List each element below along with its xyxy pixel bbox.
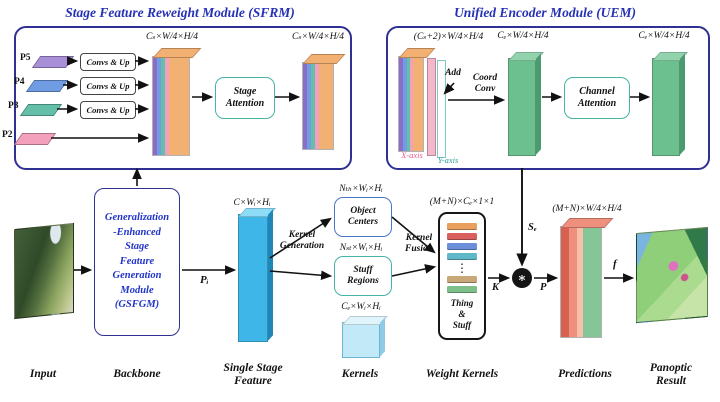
s-e-label: Sₑ: [528, 222, 537, 233]
uem-encoded-feature-slab: [508, 58, 536, 156]
weight-kernels-box: ⋮ Thing & Stuff: [438, 212, 486, 340]
channel-attention-box: Channel Attention: [564, 77, 630, 119]
stack-stripe: [577, 227, 583, 337]
caption-panoptic-result: Panoptic Result: [649, 362, 693, 388]
convs-up-box-p4: Convs & Up: [80, 77, 136, 95]
stack-stripe: [161, 57, 165, 155]
caption-input: Input: [29, 368, 57, 380]
p2-label: P2: [2, 130, 13, 140]
stack-stripe: [319, 63, 333, 149]
p-label: P: [540, 282, 547, 293]
stack-stripe: [399, 57, 403, 151]
kernel-bar: [447, 253, 477, 261]
stack-stripe: [410, 57, 413, 151]
panoptic-result-image: [636, 226, 708, 324]
weight-kernels-dim: (M+N)×Cₑ×1×1: [429, 197, 495, 207]
stack-stripe: [569, 227, 577, 337]
stack-stripe: [413, 57, 423, 151]
single-stage-feature-dim: C×Wᵢ×Hᵢ: [233, 198, 271, 208]
p4-label: P4: [14, 77, 25, 87]
stack-top-face: [560, 218, 614, 228]
convolution-operator: ∗: [512, 268, 532, 288]
stack-stripe: [307, 63, 311, 149]
sfrm-title: Stage Feature Reweight Module (SFRM): [65, 5, 295, 20]
kernel-fusion-label: Kernel Fusion: [405, 233, 433, 255]
object-centers-dim: Nₜₕ×Wᵢ×Hᵢ: [339, 184, 383, 194]
sfrm-output-stack: [302, 54, 346, 150]
kernel-bar: [447, 276, 477, 284]
stack-stripe: [407, 57, 410, 151]
object-centers-box: Object Centers: [334, 197, 392, 237]
uem-mid-dim: Cₑ×W/4×H/4: [497, 31, 549, 41]
single-stage-feature-slab: [238, 214, 268, 342]
input-image: [14, 222, 74, 320]
stack-stripe: [403, 57, 407, 151]
kernel-bar: [447, 242, 477, 250]
sfrm-input-stack: [152, 48, 202, 156]
stack-stripe: [311, 63, 315, 149]
caption-kernels: Kernels: [341, 368, 379, 380]
thing-stuff-label: Thing & Stuff: [450, 297, 474, 330]
stuff-regions-box: Stuff Regions: [334, 256, 392, 296]
stack-stripe: [583, 227, 601, 337]
uem-output-dim: Cₑ×W/4×H/4: [638, 31, 690, 41]
y-axis-label: Y-axis: [437, 155, 459, 165]
y-axis-coord-slab: [437, 60, 446, 158]
coord-conv-label: Coord Conv: [472, 73, 498, 95]
kernel-bar: [447, 222, 477, 230]
stack-stripe: [561, 227, 569, 337]
predictions-dim: (M+N)×W/4×H/4: [552, 204, 622, 214]
stack-stripe: [157, 57, 161, 155]
uem-output-feature-slab: [652, 58, 680, 156]
uem-input-stack: [398, 48, 436, 152]
p3-label: P3: [8, 101, 19, 111]
stack-stripe: [303, 63, 307, 149]
caption-single-stage-feature: Single Stage Feature: [223, 362, 283, 388]
stack-stripe: [315, 63, 319, 149]
stage-attention-box: Stage Attention: [215, 77, 275, 119]
p-i-label: Pᵢ: [200, 274, 209, 286]
k-label: K: [492, 282, 500, 293]
convs-up-box-p3: Convs & Up: [80, 101, 136, 119]
kernel-generation-label: Kernel Generation: [279, 230, 325, 252]
x-axis-coord-slab: [427, 58, 436, 156]
kernel-bar: [447, 286, 477, 294]
uem-input-dim: (Cₛ+2)×W/4×H/4: [413, 32, 484, 42]
x-axis-label: X-axis: [401, 150, 423, 160]
convs-up-box-p5: Convs & Up: [80, 53, 136, 71]
caption-predictions: Predictions: [558, 368, 612, 380]
stuff-regions-dim: Nₛₜ×Wᵢ×Hᵢ: [339, 243, 383, 253]
vertical-ellipsis: ⋮: [456, 260, 468, 275]
kernel-bar: [447, 232, 477, 240]
stack-stripe: [153, 57, 157, 155]
stack-stripe: [165, 57, 169, 155]
sfrm-input-dim: Cₛ×W/4×H/4: [146, 32, 198, 42]
kernels-dim: Cₑ×Wᵢ×Hᵢ: [341, 302, 381, 312]
arrow-feature-stuffregions: [269, 270, 333, 281]
gsfgm-box: Generalization -Enhanced Stage Feature G…: [94, 188, 180, 336]
stack-stripe: [169, 57, 189, 155]
arrow-sr-fusion: [391, 264, 437, 277]
add-label: Add: [445, 68, 461, 78]
f-label: f: [613, 258, 617, 270]
caption-backbone: Backbone: [113, 368, 161, 380]
kernels-cube: [342, 322, 380, 358]
p5-label: P5: [20, 53, 31, 63]
sfrm-output-dim: Cₛ×W/4×H/4: [292, 32, 344, 42]
asterisk-icon: ∗: [517, 270, 527, 285]
caption-weight-kernels: Weight Kernels: [425, 368, 499, 380]
predictions-stack: [560, 218, 614, 338]
uem-title: Unified Encoder Module (UEM): [454, 5, 636, 20]
